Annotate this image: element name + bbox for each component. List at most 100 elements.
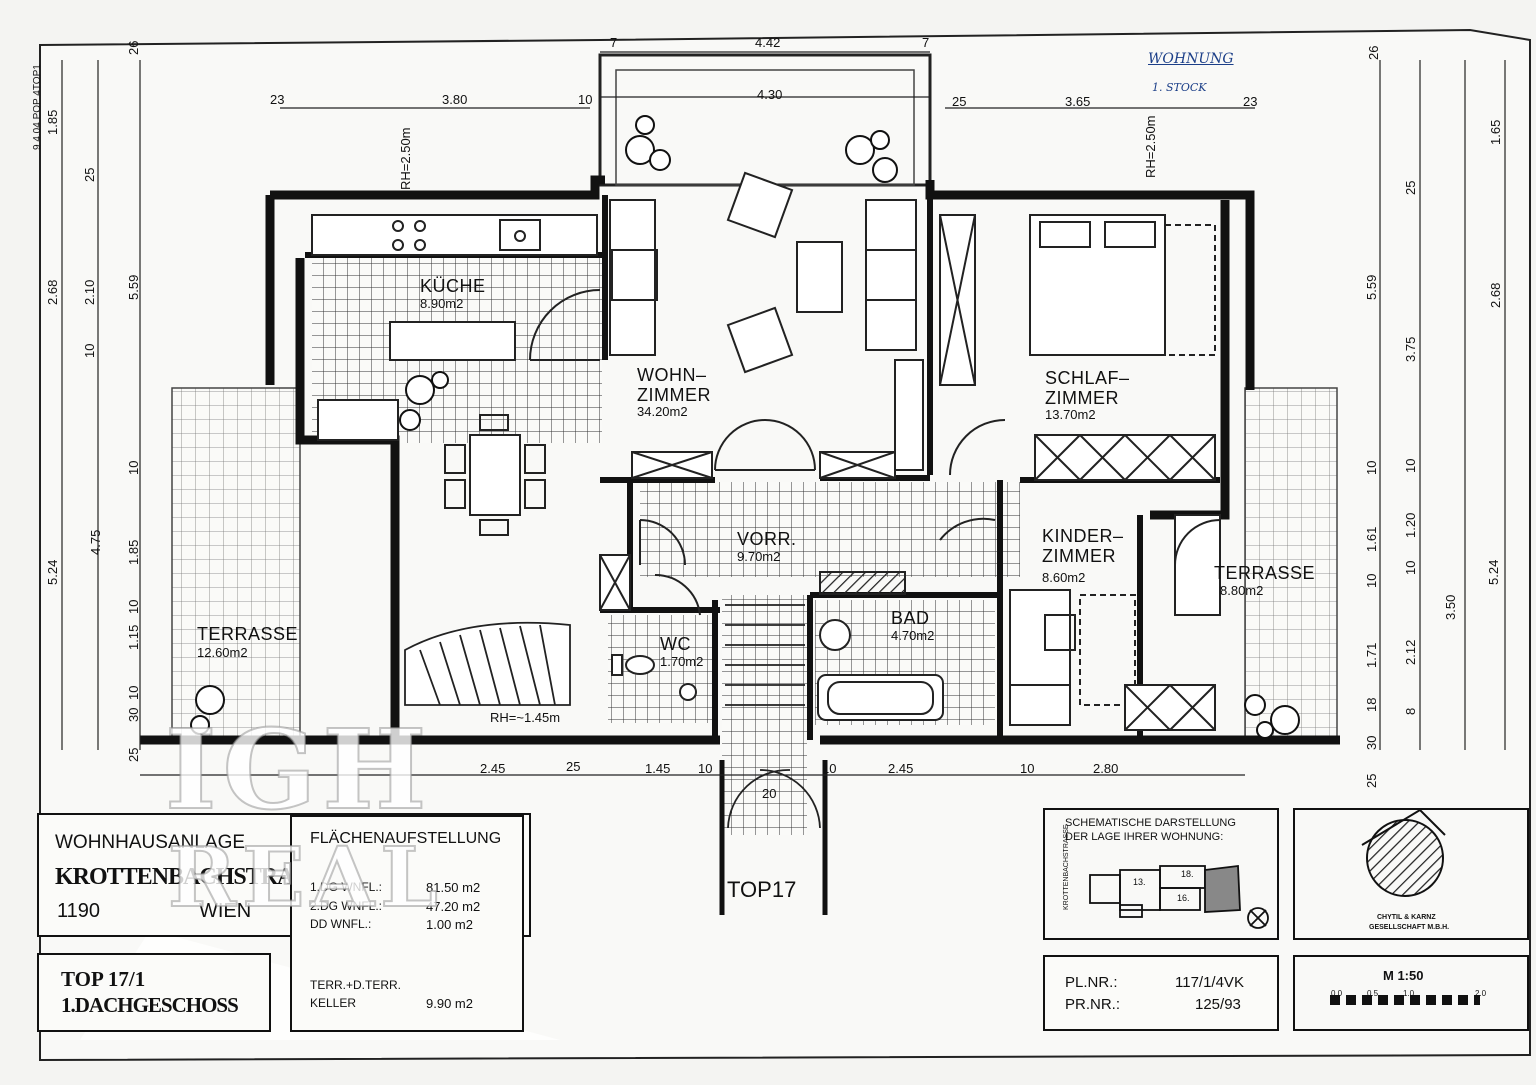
dim-left-mid-4: 10 (82, 343, 97, 358)
dim-left-inner-4: 10 (126, 599, 141, 614)
dim-right-mid-1: 25 (1403, 180, 1418, 195)
dim-right-outer-4: 5.24 (1486, 559, 1501, 585)
dim-bottom-5: 20 (762, 786, 777, 801)
wc-tiles (608, 615, 718, 723)
dim-bottom-9: 2.80 (1093, 761, 1119, 776)
terrace-right-area: 8.80m2 (1220, 583, 1264, 598)
terrace-left-label: TERRASSE (197, 624, 299, 644)
terrace-right-label: TERRASSE (1214, 563, 1316, 583)
schematic-street: KROTTENBACHSTRASSE (1063, 824, 1070, 910)
dim-left-outer-3: 5.24 (45, 559, 60, 585)
schematic-sketch (1089, 864, 1269, 929)
bath-area: 4.70m2 (891, 628, 935, 643)
project-number-label: PR.NR.: (1065, 996, 1121, 1013)
stairs (404, 604, 828, 915)
wet-fixtures (599, 519, 944, 721)
dim-left-inner-5: 1.15 (126, 624, 141, 650)
dim-right-inner-6: 18 (1364, 697, 1379, 712)
bedroom-area: 13.70m2 (1045, 407, 1096, 422)
unit-floor: 1.DACHGESCHOSS (61, 993, 239, 1017)
livingroom-label-1: WOHN– (637, 365, 707, 385)
dim-top-1: 23 (270, 92, 285, 107)
wc-area: 1.70m2 (660, 654, 704, 669)
area-row-5-label: KELLER (310, 996, 357, 1010)
area-schedule-box: FLÄCHENAUFSTELLUNG 1.DG WNFL.: 81.50 m2 … (290, 815, 524, 1032)
stair-tiles (722, 595, 807, 835)
area-row-2-value: 47.20 m2 (426, 899, 481, 914)
kidsroom-label-1: KINDER– (1042, 526, 1124, 546)
area-row-1-label: 1.DG WNFL.: (310, 880, 383, 894)
project-zip: 1190 (57, 900, 101, 922)
dim-right-inner-2: 10 (1364, 460, 1379, 475)
hallway-tiles (640, 482, 1020, 577)
living-furniture (444, 171, 924, 536)
unit-top: TOP 17/1 (61, 967, 146, 991)
dim-left-mid-1: 1.85 (45, 109, 60, 135)
dim-left-inner-7: 30 (126, 707, 141, 722)
dim-bottom-1: 2.45 (480, 761, 506, 776)
dim-bottom-8: 10 (1020, 761, 1035, 776)
watermark-line-2: REAL (167, 829, 444, 927)
dim-left-mid-5: 4.75 (88, 529, 103, 555)
dim-left-mid-2: 25 (82, 167, 97, 182)
area-row-3-value: 1.00 m2 (426, 917, 473, 932)
area-schedule-heading: FLÄCHENAUFSTELLUNG (310, 830, 502, 847)
dim-top-10: 23 (1243, 94, 1258, 109)
dim-left-inner-2: 10 (126, 460, 141, 475)
dim-right-inner-1: 5.59 (1364, 274, 1379, 300)
dim-bottom-4: 10 (698, 761, 713, 776)
schematic-unit-2: 18. (1181, 869, 1194, 879)
handwritten-title: WOHNUNG (1148, 51, 1234, 67)
architect-line-2: GESELLSCHAFT M.B.H. (1369, 924, 1450, 931)
terrace-left-area: 12.60m2 (197, 645, 248, 660)
livingroom-label-2: ZIMMER (637, 385, 711, 405)
dim-right-inner-3: 1.61 (1364, 526, 1379, 552)
dim-top-7: 7 (922, 35, 930, 50)
project-line-1: WOHNHAUSANLAGE (55, 832, 246, 853)
scale-tick-2: 1.0 (1403, 989, 1415, 998)
dim-top-9: 3.65 (1065, 94, 1091, 109)
livingroom-area: 34.20m2 (637, 404, 688, 419)
plan-number-box: PL.NR.: 117/1/4VK PR.NR.: 125/93 (1043, 955, 1279, 1031)
top17-label: TOP17 (727, 877, 797, 902)
project-number-value: 125/93 (1195, 996, 1241, 1013)
dim-top-6: 4.30 (757, 87, 783, 102)
scale-box: M 1:50 0.0 0.5 1.0 2.0 (1293, 955, 1529, 1031)
dim-left-inner-3: 1.85 (126, 539, 141, 565)
dim-top-5: 4.42 (755, 35, 781, 50)
dim-bottom-3: 1.45 (645, 761, 671, 776)
bedroom-label-1: SCHLAF– (1045, 368, 1130, 388)
handwritten-subtitle: 1. STOCK (1152, 81, 1207, 94)
dim-top-3: 10 (578, 92, 593, 107)
project-city: WIEN (199, 900, 252, 922)
dim-right-outer-3: 2.68 (1488, 282, 1503, 308)
unit-box: TOP 17/1 1.DACHGESCHOSS (37, 953, 271, 1032)
room-height-left: RH=2.50m (398, 127, 413, 191)
bedroom-furniture (939, 214, 1216, 481)
dim-left-inner-8: 25 (126, 747, 141, 762)
kidsroom-label-2: ZIMMER (1042, 546, 1116, 566)
dim-right-mid-2: 3.75 (1403, 336, 1418, 362)
dim-left-inner-1: 5.59 (126, 274, 141, 300)
area-row-2-label: 2.DG WNFL.: (310, 899, 383, 913)
dim-right-mid-6: 3.50 (1443, 594, 1458, 620)
terrace-left-deck (171, 387, 301, 739)
area-row-4-label: TERR.+D.TERR. (310, 978, 402, 992)
plants (190, 115, 1300, 739)
room-height-right: RH=2.50m (1143, 115, 1158, 179)
bedroom-label-2: ZIMMER (1045, 388, 1119, 408)
dim-right-inner-4: 10 (1364, 573, 1379, 588)
schematic-unit-1: 13. (1133, 877, 1146, 887)
dim-left-inner-6: 10 (126, 685, 141, 700)
scale-tick-0: 0.0 (1331, 989, 1343, 998)
hall-label: VORR. (737, 529, 797, 549)
area-row-1-value: 81.50 m2 (426, 880, 481, 895)
dim-top-2: 3.80 (442, 92, 468, 107)
dim-right-inner-7: 30 (1364, 735, 1379, 750)
kidsroom-furniture (939, 514, 1221, 731)
architect-logo (1361, 808, 1446, 897)
dim-left-outer-1: 26 (126, 40, 141, 55)
dim-bottom-2: 25 (566, 759, 581, 774)
dim-top-8: 25 (952, 94, 967, 109)
